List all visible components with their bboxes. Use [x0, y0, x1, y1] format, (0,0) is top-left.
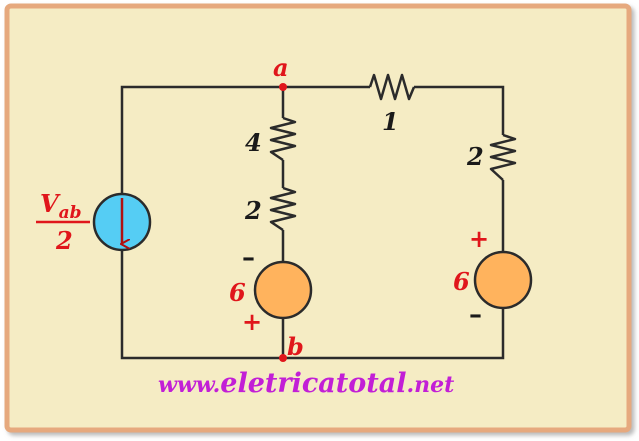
middle-source-bottom-sign: + [242, 307, 262, 336]
resistor-label-left-upper: 4 [245, 128, 262, 157]
resistor-top-1 [368, 73, 416, 101]
current-source-denominator: 2 [55, 226, 73, 255]
resistor-left-upper-4 [269, 116, 297, 162]
node-a-dot [279, 83, 287, 91]
middle-source-value: 6 [229, 278, 246, 307]
resistor-label-left-lower: 2 [244, 196, 262, 225]
node-label-a: a [273, 53, 289, 82]
middle-source-top-sign: – [242, 243, 255, 273]
wire-bottom-right [120, 245, 505, 360]
resistor-left-lower-2 [269, 186, 297, 232]
right-source-bottom-sign: – [469, 300, 482, 330]
current-source-v: V [40, 189, 61, 218]
current-source-subscript: ab [59, 203, 82, 223]
wire-top-left [120, 85, 370, 215]
node-label-b: b [287, 332, 304, 361]
watermark-name: eletricatotal [220, 368, 406, 399]
current-source-numerator: Vab [40, 189, 82, 223]
voltage-source-middle [253, 260, 313, 320]
watermark-suffix: .net [406, 372, 454, 398]
node-b-dot [279, 354, 287, 362]
right-source-value: 6 [453, 267, 470, 296]
wire-top-right [414, 85, 505, 135]
watermark: www.eletricatotal.net [158, 368, 454, 399]
resistors [269, 73, 517, 232]
diagram-background [4, 3, 632, 433]
current-source-label: Vab 2 [36, 189, 90, 255]
right-source-top-sign: + [469, 224, 489, 253]
resistor-label-right: 2 [466, 142, 484, 171]
resistor-right-2 [489, 133, 517, 181]
voltage-source-right [473, 250, 533, 310]
resistor-label-top: 1 [382, 107, 399, 136]
watermark-prefix: www. [158, 372, 220, 398]
dependent-current-source [92, 192, 152, 252]
wires [120, 85, 505, 360]
